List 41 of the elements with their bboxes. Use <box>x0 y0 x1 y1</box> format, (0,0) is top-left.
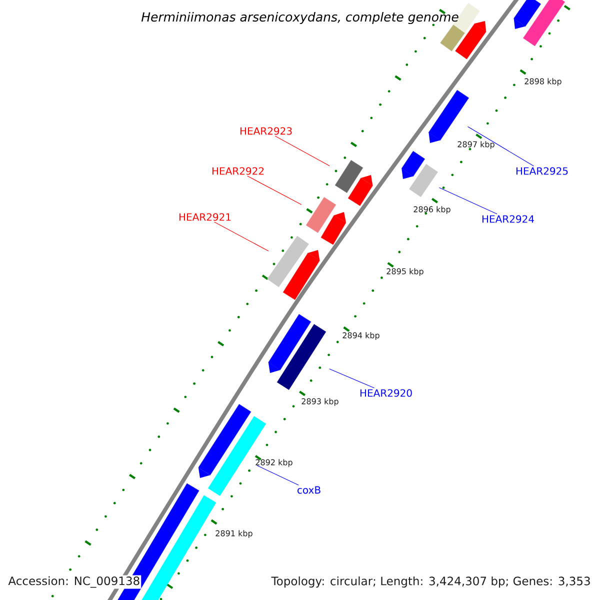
leader-line <box>247 176 302 205</box>
tick-label: 2892 kbp <box>256 459 292 467</box>
gene-feature <box>514 0 541 29</box>
leader-line <box>214 222 269 252</box>
gene-label: HEAR2920 <box>360 389 412 397</box>
gene-feature <box>268 314 312 373</box>
leader-line <box>467 126 534 166</box>
tick-label: 2894 kbp <box>342 332 380 340</box>
gene-feature <box>334 160 364 193</box>
gene-feature <box>276 324 326 390</box>
gene-feature <box>306 197 336 233</box>
topology-text: Topology: circular; Length: 3,424,307 bp; Genes: 3,353 <box>270 575 592 589</box>
gene-feature <box>440 24 465 52</box>
tick-label: 2896 kbp <box>414 206 450 214</box>
gene-feature <box>282 250 320 300</box>
tick-label: 2893 kbp <box>302 398 338 406</box>
gene-feature <box>140 495 216 600</box>
gene-feature <box>523 0 565 46</box>
gene-label: HEAR2921 <box>179 213 231 221</box>
gene-label: HEAR2925 <box>516 167 568 175</box>
accession-text: Accession: NC_009138 <box>7 575 142 589</box>
gene-label: HEAR2922 <box>212 167 264 175</box>
leader-line <box>329 368 375 388</box>
tick-label: 2891 kbp <box>216 530 252 538</box>
tick-label: 2895 kbp <box>386 268 424 276</box>
gene-feature <box>320 212 346 245</box>
gene-feature <box>401 151 425 179</box>
gene-feature <box>267 236 309 288</box>
leader-line <box>438 187 498 214</box>
gene-feature <box>198 404 252 478</box>
title: Herminiimonas arsenicoxydans, complete genome <box>141 12 458 24</box>
gene-feature <box>409 164 438 198</box>
gene-label: HEAR2924 <box>482 215 534 223</box>
gene-feature <box>428 90 469 143</box>
leader-line <box>274 136 330 166</box>
gene-label: HEAR2923 <box>240 127 292 135</box>
gene-feature <box>348 175 373 206</box>
leader-line <box>256 465 299 486</box>
tick-label: 2897 kbp <box>458 141 494 149</box>
gene-label: coxB <box>298 486 320 494</box>
tick-label: 2898 kbp <box>524 78 562 86</box>
